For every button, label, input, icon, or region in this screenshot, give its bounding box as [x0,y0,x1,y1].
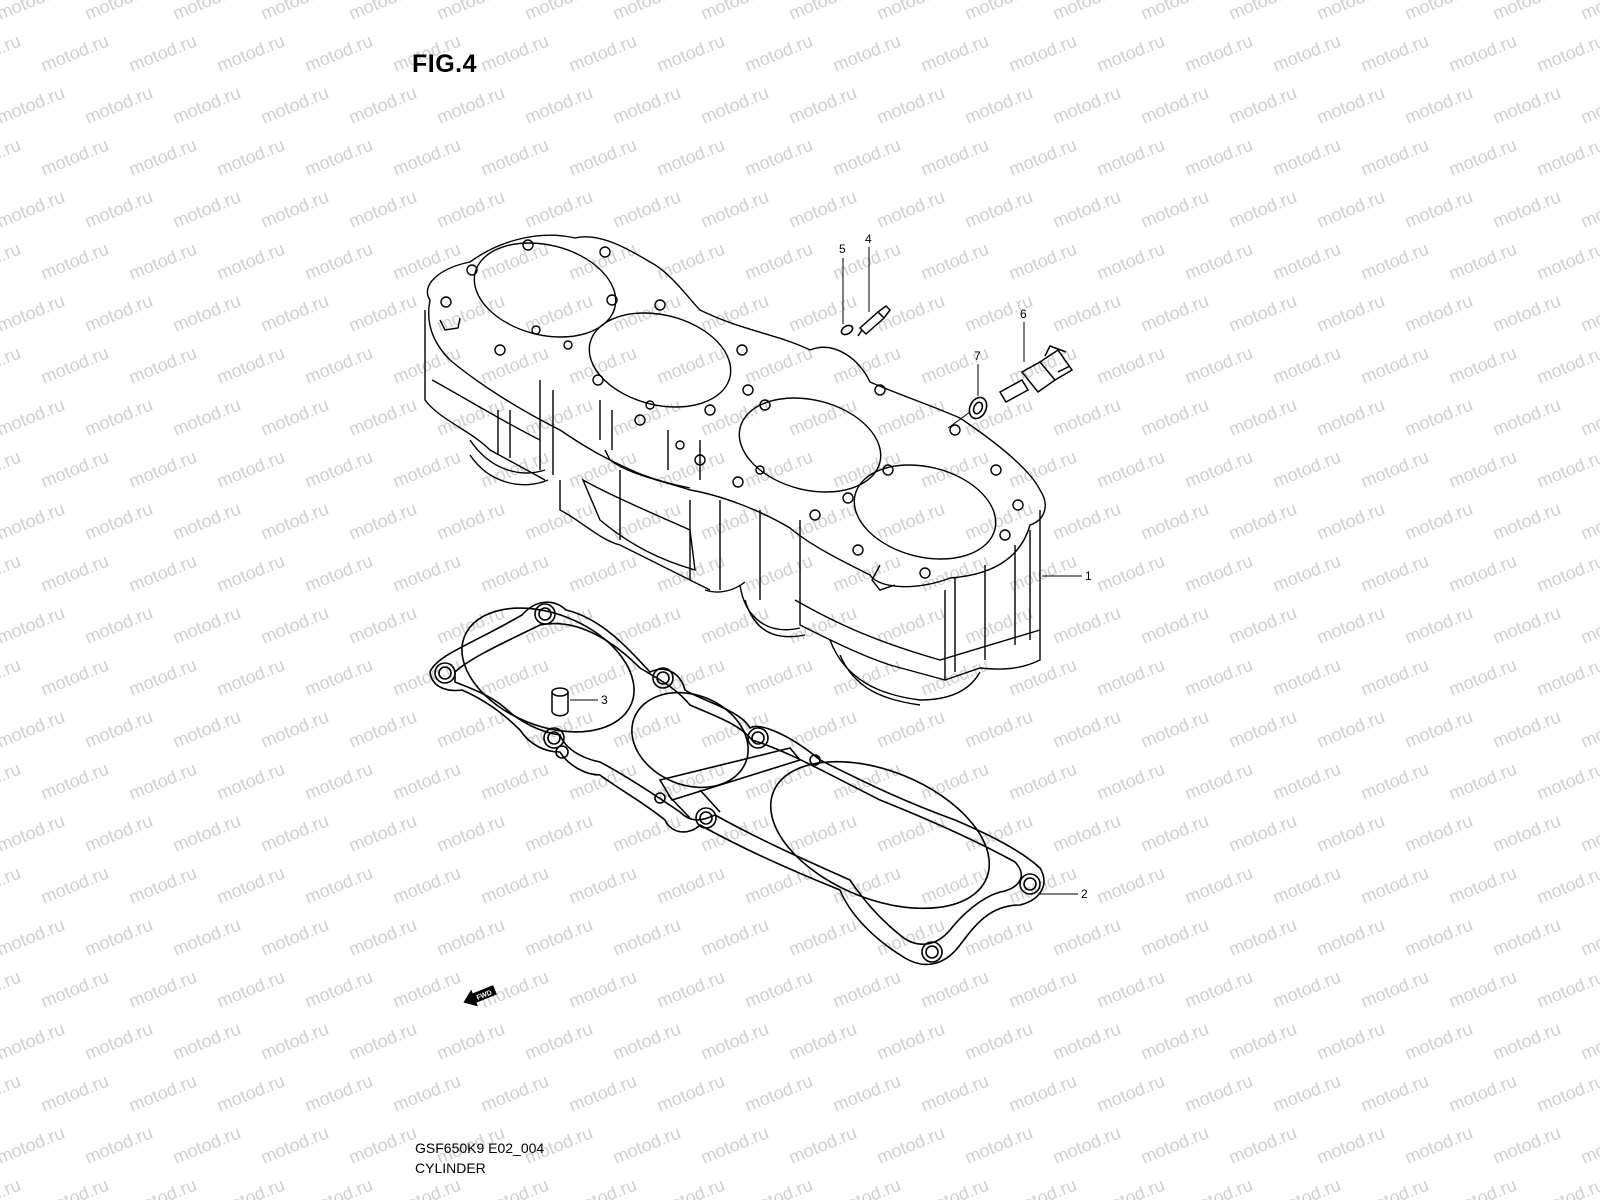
cylinder-block [424,234,1046,706]
callout-label-4: 4 [865,232,872,246]
callout-label-2: 2 [1081,887,1088,901]
nipple [857,305,891,337]
callout-line-7b [947,411,971,429]
cylinder-gasket [429,601,1045,966]
callout-label-1: 1 [1085,569,1092,583]
callout-label-7: 7 [974,349,981,363]
callout-label-3: 3 [601,693,608,707]
callout-group: 1 2 3 4 5 6 7 [570,232,1092,901]
figure-title: FIG.4 [412,50,478,78]
callout-label-5: 5 [839,242,846,256]
fwd-arrow-icon: FWD [463,985,497,1007]
temperature-sensor [998,345,1074,404]
callout-label-6: 6 [1020,307,1027,321]
washer [968,396,988,420]
dowel-pin [551,687,569,717]
o-ring [840,324,854,336]
diagram-name: CYLINDER [415,1160,486,1176]
diagram-code: GSF650K9 E02_004 [415,1140,545,1156]
